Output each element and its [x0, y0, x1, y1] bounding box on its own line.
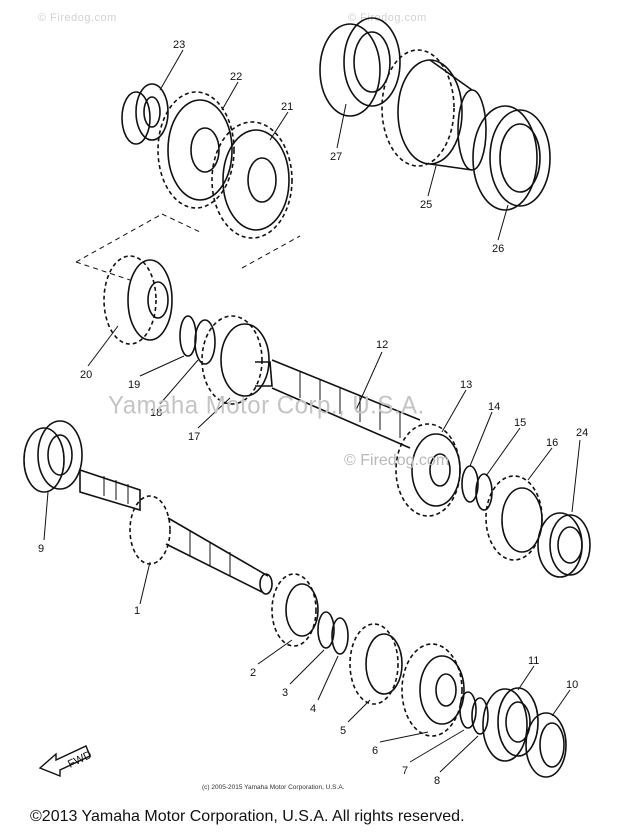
callout-8: 8 — [434, 775, 440, 787]
part-12-drive-axle — [255, 359, 421, 449]
part-10-oil-seal — [525, 712, 567, 778]
callout-9: 9 — [38, 543, 44, 555]
part-6-gear — [401, 643, 465, 737]
callout-15: 15 — [514, 417, 526, 429]
callout-23: 23 — [173, 39, 185, 51]
part-2-gear — [271, 573, 319, 647]
callout-22: 22 — [230, 71, 242, 83]
part-23-bearing — [121, 83, 169, 145]
part-5-gear — [349, 623, 403, 705]
callout-10: 10 — [566, 679, 578, 691]
callout-12: 12 — [376, 339, 388, 351]
part-22-gear — [157, 91, 235, 209]
part-15-circlip — [475, 473, 493, 511]
callout-14: 14 — [488, 401, 500, 413]
watermark-middle: Yamaha Motor Corp., U.S.A. — [108, 391, 425, 420]
part-25-gear-sleeve — [381, 49, 487, 171]
watermark-top-left: © Firedog.com — [38, 12, 117, 24]
callout-2: 2 — [250, 667, 256, 679]
leader-lines — [43, 49, 581, 773]
part-21-gear — [211, 121, 293, 239]
part-26-bearing — [472, 105, 551, 211]
dashed-grouping-box — [75, 213, 301, 281]
part-3-washer — [317, 611, 335, 649]
callout-6: 6 — [372, 745, 378, 757]
callout-13: 13 — [460, 379, 472, 391]
callout-16: 16 — [546, 437, 558, 449]
part-13-gear — [395, 423, 461, 517]
part-7-washer — [459, 691, 477, 729]
callout-7: 7 — [402, 765, 408, 777]
callout-19: 19 — [128, 379, 140, 391]
part-17-gear — [201, 315, 270, 405]
callout-18: 18 — [150, 407, 162, 419]
part-4-circlip — [331, 617, 349, 655]
fwd-arrow-icon — [38, 745, 91, 778]
callout-20: 20 — [80, 369, 92, 381]
callout-3: 3 — [282, 687, 288, 699]
callout-5: 5 — [340, 725, 346, 737]
watermark-firedog-mid: © Firedog.com — [344, 452, 450, 469]
watermark-top-right: © Firedog.com — [348, 12, 427, 24]
small-copyright: (c) 2005-2015 Yamaha Motor Corporation, … — [202, 784, 345, 791]
callout-25: 25 — [420, 199, 432, 211]
callout-1: 1 — [134, 605, 140, 617]
part-9-bearing — [23, 420, 83, 493]
callout-27: 27 — [330, 151, 342, 163]
fwd-label: FWD — [66, 749, 94, 771]
part-24-bearing — [537, 512, 591, 578]
callout-11: 11 — [528, 655, 539, 667]
part-11-bearing — [482, 687, 539, 762]
part-27-bearing — [319, 17, 401, 117]
part-19-washer — [179, 315, 197, 357]
footer-copyright: ©2013 Yamaha Motor Corporation, U.S.A. A… — [30, 808, 465, 825]
part-18-collar — [194, 319, 216, 365]
part-16-gear — [485, 475, 543, 561]
callout-26: 26 — [492, 243, 504, 255]
callout-numbers: 23 22 21 27 25 26 20 19 18 17 12 13 14 1… — [38, 39, 588, 787]
callout-4: 4 — [310, 703, 316, 715]
part-20-gear — [103, 255, 173, 345]
callout-24: 24 — [576, 427, 588, 439]
part-8-circlip — [471, 697, 489, 735]
callout-21: 21 — [281, 101, 293, 113]
part-1-main-axle — [79, 468, 273, 595]
callout-17: 17 — [188, 431, 200, 443]
